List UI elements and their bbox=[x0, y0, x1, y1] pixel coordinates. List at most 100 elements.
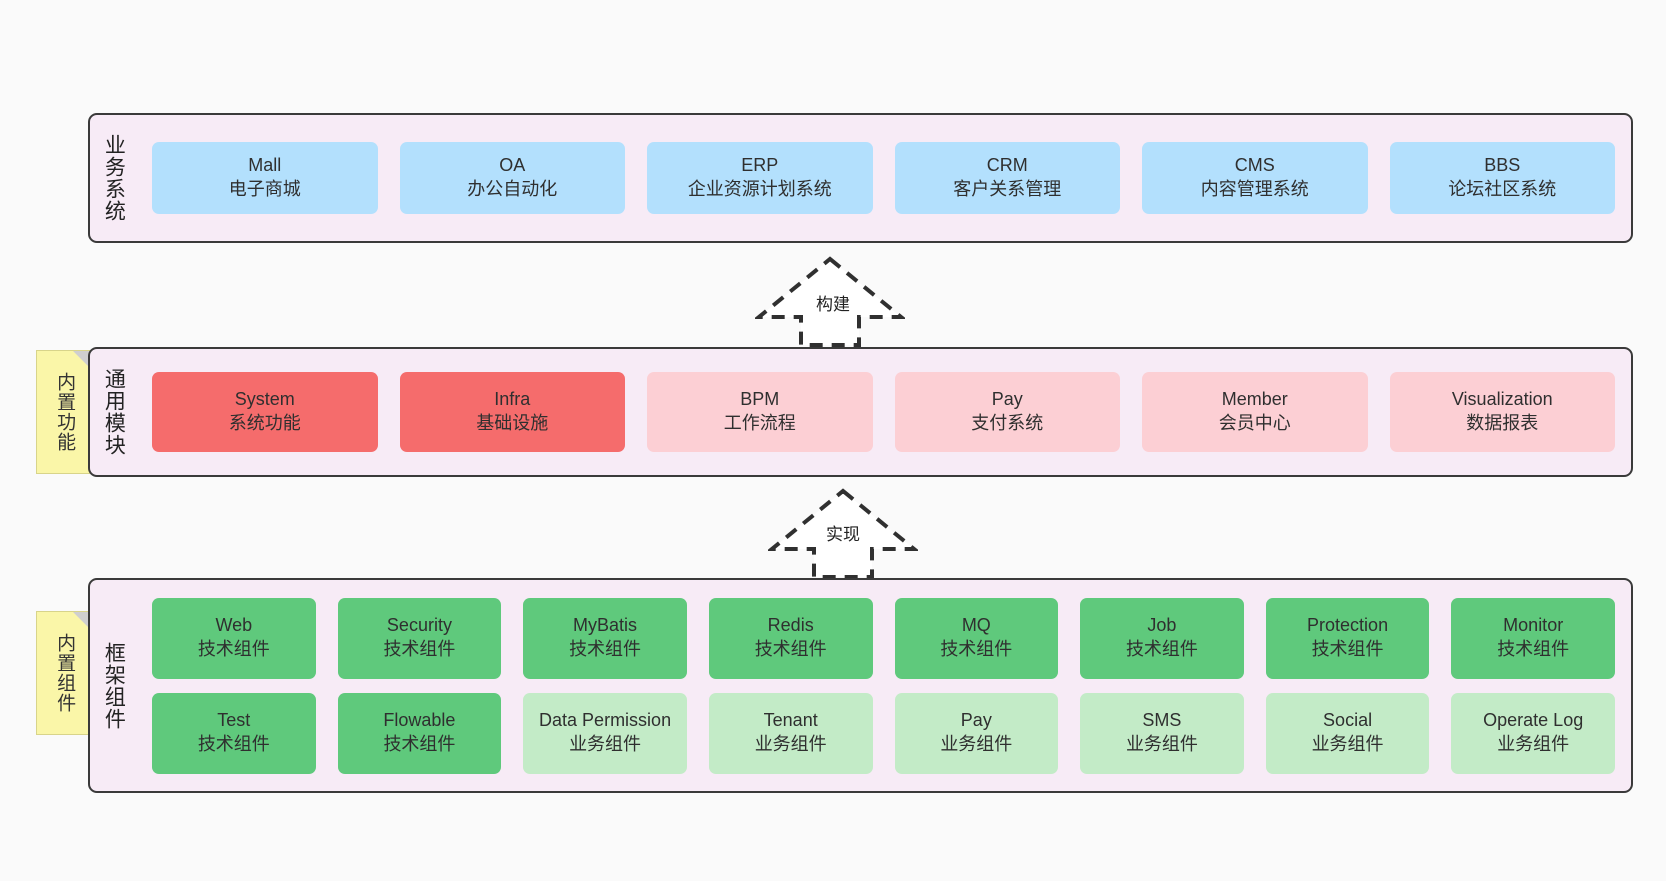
node-label-en: CRM bbox=[986, 155, 1028, 176]
node-flowable[interactable]: Flowable 技术组件 bbox=[337, 692, 502, 774]
node-label-en: MyBatis bbox=[573, 615, 638, 636]
node-label-cn: 企业资源计划系统 bbox=[687, 179, 832, 199]
node-job[interactable]: Job 技术组件 bbox=[1080, 597, 1244, 679]
node-label-cn: 业务组件 bbox=[1311, 734, 1384, 754]
layer-row: System 系统功能 Infra 基础设施 BPM 工作流程 Pay 支付系统… bbox=[152, 372, 1615, 452]
node-label-cn: 客户关系管理 bbox=[953, 179, 1062, 199]
node-bpm[interactable]: BPM 工作流程 bbox=[647, 372, 873, 452]
node-label-en: Tenant bbox=[763, 710, 818, 731]
sticky-note-builtin-features: 内置功能 bbox=[36, 350, 93, 474]
node-label-en: Web bbox=[215, 615, 253, 636]
node-label-cn: 业务组件 bbox=[1125, 734, 1198, 754]
node-visualization[interactable]: Visualization 数据报表 bbox=[1389, 372, 1615, 452]
node-tenant[interactable]: Tenant 业务组件 bbox=[708, 692, 873, 774]
layer-framework-components: 框架组件 Web 技术组件 Security 技术组件 MyBatis 技术组件… bbox=[88, 578, 1633, 793]
connector-implement-arrow bbox=[768, 488, 918, 579]
node-data-permission[interactable]: Data Permission 业务组件 bbox=[523, 692, 687, 774]
node-mybatis[interactable]: MyBatis 技术组件 bbox=[523, 597, 687, 679]
node-protection[interactable]: Protection 技术组件 bbox=[1265, 597, 1430, 679]
sticky-note-label: 内置功能 bbox=[54, 372, 76, 452]
node-mq[interactable]: MQ 技术组件 bbox=[894, 597, 1059, 679]
node-label-cn: 业务组件 bbox=[1497, 734, 1570, 754]
node-label-cn: 系统功能 bbox=[228, 413, 301, 433]
layer-row: Web 技术组件 Security 技术组件 MyBatis 技术组件 Redi… bbox=[152, 597, 1615, 679]
node-oa[interactable]: OA 办公自动化 bbox=[399, 142, 625, 214]
node-label-cn: 技术组件 bbox=[1311, 639, 1384, 659]
node-member[interactable]: Member 会员中心 bbox=[1142, 372, 1368, 452]
node-security[interactable]: Security 技术组件 bbox=[337, 597, 502, 679]
node-label-cn: 技术组件 bbox=[1497, 639, 1570, 659]
node-operate-log[interactable]: Operate Log 业务组件 bbox=[1451, 692, 1615, 774]
node-erp[interactable]: ERP 企业资源计划系统 bbox=[647, 142, 873, 214]
node-label-cn: 技术组件 bbox=[940, 639, 1013, 659]
node-label-cn: 工作流程 bbox=[723, 413, 796, 433]
node-label-en: Social bbox=[1323, 710, 1373, 731]
node-label-cn: 业务组件 bbox=[940, 734, 1013, 754]
node-social[interactable]: Social 业务组件 bbox=[1265, 692, 1430, 774]
node-label-en: Data Permission bbox=[539, 710, 672, 731]
sticky-note-label: 内置组件 bbox=[54, 633, 76, 713]
node-label-en: Pay bbox=[960, 710, 992, 731]
layer-title-framework: 框架组件 bbox=[102, 641, 126, 730]
node-infra[interactable]: Infra 基础设施 bbox=[399, 372, 625, 452]
connector-label-build: 构建 bbox=[816, 295, 850, 314]
connector-label-implement: 实现 bbox=[826, 525, 860, 544]
layer-body-framework: Web 技术组件 Security 技术组件 MyBatis 技术组件 Redi… bbox=[136, 580, 1631, 791]
node-label-en: Redis bbox=[767, 615, 814, 636]
node-label-en: Security bbox=[386, 615, 452, 636]
node-label-cn: 论坛社区系统 bbox=[1448, 179, 1557, 199]
node-label-cn: 办公自动化 bbox=[467, 179, 558, 199]
node-label-cn: 电子商城 bbox=[228, 179, 301, 199]
node-label-cn: 基础设施 bbox=[476, 413, 549, 433]
node-label-en: MQ bbox=[961, 615, 991, 636]
sticky-fold-corner bbox=[73, 351, 92, 370]
layer-common-modules: 通用模块 System 系统功能 Infra 基础设施 BPM 工作流程 Pay… bbox=[88, 347, 1633, 477]
node-label-cn: 数据报表 bbox=[1466, 413, 1539, 433]
node-label-en: BPM bbox=[740, 389, 780, 410]
node-label-en: ERP bbox=[741, 155, 779, 176]
node-system[interactable]: System 系统功能 bbox=[152, 372, 378, 452]
node-cms[interactable]: CMS 内容管理系统 bbox=[1142, 142, 1368, 214]
node-crm[interactable]: CRM 客户关系管理 bbox=[894, 142, 1120, 214]
node-mall[interactable]: Mall 电子商城 bbox=[152, 142, 378, 214]
node-label-en: Protection bbox=[1307, 615, 1389, 636]
node-bbs[interactable]: BBS 论坛社区系统 bbox=[1389, 142, 1615, 214]
connector-build-arrow bbox=[755, 256, 905, 347]
sticky-note-builtin-components: 内置组件 bbox=[36, 611, 93, 735]
layer-title-business: 业务系统 bbox=[102, 134, 126, 222]
node-label-cn: 技术组件 bbox=[197, 639, 270, 659]
node-label-en: OA bbox=[499, 155, 526, 176]
node-label-en: Mall bbox=[248, 155, 282, 176]
node-label-cn: 技术组件 bbox=[383, 734, 456, 754]
node-label-en: Member bbox=[1221, 389, 1288, 410]
node-web[interactable]: Web 技术组件 bbox=[152, 597, 316, 679]
node-label-cn: 业务组件 bbox=[754, 734, 827, 754]
node-label-en: Monitor bbox=[1503, 615, 1564, 636]
node-label-cn: 会员中心 bbox=[1218, 413, 1291, 433]
node-label-en: Pay bbox=[991, 389, 1023, 410]
node-test[interactable]: Test 技术组件 bbox=[152, 692, 316, 774]
node-label-cn: 支付系统 bbox=[971, 413, 1044, 433]
node-pay-component[interactable]: Pay 业务组件 bbox=[894, 692, 1059, 774]
node-label-en: Job bbox=[1147, 615, 1177, 636]
node-label-en: Infra bbox=[494, 389, 531, 410]
node-redis[interactable]: Redis 技术组件 bbox=[708, 597, 873, 679]
node-label-en: Flowable bbox=[383, 710, 456, 731]
layer-row: Test 技术组件 Flowable 技术组件 Data Permission … bbox=[152, 692, 1615, 774]
node-label-en: Visualization bbox=[1451, 389, 1553, 410]
node-sms[interactable]: SMS 业务组件 bbox=[1080, 692, 1244, 774]
layer-business-systems: 业务系统 Mall 电子商城 OA 办公自动化 ERP 企业资源计划系统 CRM… bbox=[88, 113, 1633, 243]
node-label-cn: 内容管理系统 bbox=[1200, 179, 1309, 199]
node-label-cn: 技术组件 bbox=[383, 639, 456, 659]
node-label-cn: 技术组件 bbox=[1125, 639, 1198, 659]
layer-body-common: System 系统功能 Infra 基础设施 BPM 工作流程 Pay 支付系统… bbox=[136, 349, 1631, 475]
node-label-cn: 业务组件 bbox=[569, 734, 642, 754]
node-label-en: Test bbox=[217, 710, 251, 731]
node-label-en: CMS bbox=[1234, 155, 1275, 176]
node-monitor[interactable]: Monitor 技术组件 bbox=[1451, 597, 1615, 679]
node-pay[interactable]: Pay 支付系统 bbox=[894, 372, 1120, 452]
layer-body-business: Mall 电子商城 OA 办公自动化 ERP 企业资源计划系统 CRM 客户关系… bbox=[136, 115, 1631, 241]
layer-title-common: 通用模块 bbox=[102, 368, 126, 456]
node-label-cn: 技术组件 bbox=[569, 639, 642, 659]
